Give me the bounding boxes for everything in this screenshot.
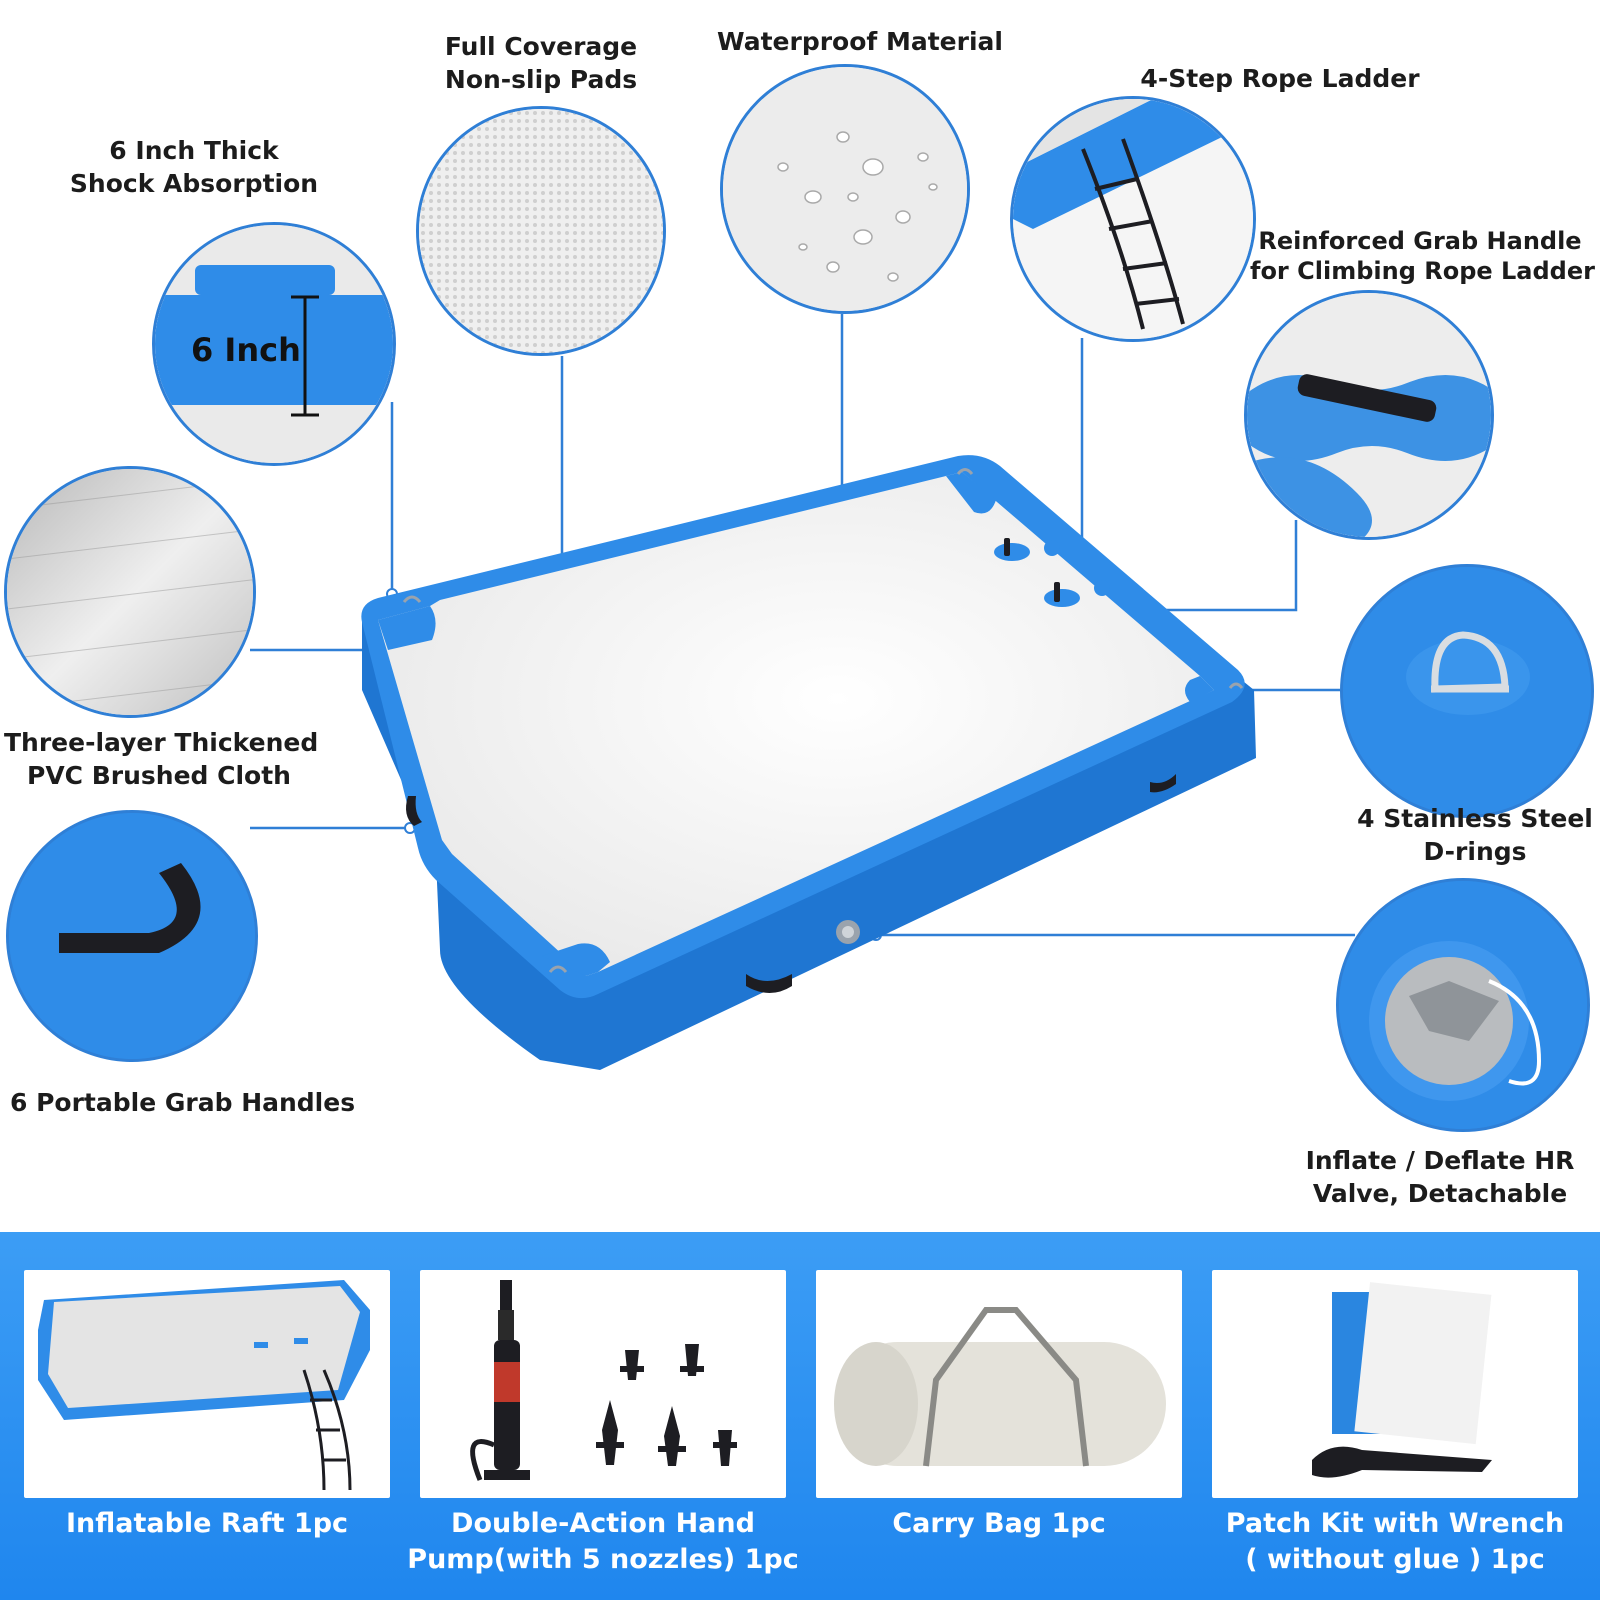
valve-detail-circle (1336, 878, 1590, 1132)
ladder-label: 4-Step Rope Ladder (1130, 62, 1430, 95)
handles-label-line1: 6 Portable Grab Handles (10, 1088, 356, 1117)
thickness-detail-circle: 6 Inch (152, 222, 396, 466)
package-label-pump: Double-Action Hand Pump(with 5 nozzles) … (400, 1506, 806, 1578)
valve-label-line1: Inflate / Deflate HR (1305, 1146, 1575, 1175)
thickness-label-line1: 6 Inch Thick (109, 136, 279, 165)
pvc-label-line2: PVC Brushed Cloth (27, 761, 291, 790)
nonslip-label-line2: Non-slip Pads (444, 65, 638, 94)
thickness-measure-label: 6 Inch (191, 331, 301, 369)
thickness-label-line2: Shock Absorption (69, 169, 319, 198)
package-label-bag: Carry Bag 1pc (816, 1506, 1182, 1542)
ladder-label-line1: 4-Step Rope Ladder (1140, 64, 1420, 93)
valve-label-line2: Valve, Detachable (1312, 1179, 1568, 1208)
package-card-pump (420, 1270, 786, 1498)
pvc-label: Three-layer Thickened PVC Brushed Cloth (4, 726, 319, 792)
dring-detail-circle (1340, 564, 1594, 818)
package-label-patch-line2: ( without glue ) 1pc (1245, 1544, 1545, 1575)
drings-label-line1: 4 Stainless Steel (1357, 804, 1593, 833)
package-card-raft (24, 1270, 390, 1498)
ladder-detail-circle (1010, 96, 1256, 342)
pvc-label-line1: Three-layer Thickened (4, 728, 319, 757)
package-label-patch: Patch Kit with Wrench ( without glue ) 1… (1200, 1506, 1590, 1578)
package-card-bag (816, 1270, 1182, 1498)
package-label-pump-line2: Pump(with 5 nozzles) 1pc (407, 1544, 799, 1575)
thickness-label: 6 Inch Thick Shock Absorption (64, 134, 324, 200)
package-label-bag-line1: Carry Bag 1pc (892, 1508, 1106, 1539)
pvc-detail-circle (4, 466, 256, 718)
valve-label: Inflate / Deflate HR Valve, Detachable (1290, 1144, 1590, 1210)
handles-label: 6 Portable Grab Handles (10, 1086, 356, 1119)
inflatable-raft-illustration (361, 455, 1256, 1070)
nonslip-label-line1: Full Coverage (444, 32, 638, 61)
package-label-patch-line1: Patch Kit with Wrench (1225, 1508, 1565, 1539)
side-handle-detail-circle (6, 810, 258, 1062)
waterproof-label-line1: Waterproof Material (717, 27, 1003, 56)
package-label-raft-line1: Inflatable Raft 1pc (65, 1508, 349, 1539)
package-card-patch (1212, 1270, 1578, 1498)
grab-handle-detail-circle (1244, 290, 1494, 540)
drings-label-line2: D-rings (1423, 837, 1527, 866)
waterproof-detail-circle (720, 64, 970, 314)
grab-handle-label-line1: Reinforced Grab Handle (1258, 227, 1582, 255)
waterproof-label: Waterproof Material (700, 25, 1020, 58)
package-label-raft: Inflatable Raft 1pc (24, 1506, 390, 1542)
nonslip-label: Full Coverage Non-slip Pads (396, 30, 686, 96)
corner-patch (378, 606, 436, 650)
grab-handle-label: Reinforced Grab Handle for Climbing Rope… (1250, 226, 1595, 286)
drings-label: 4 Stainless Steel D-rings (1340, 802, 1600, 868)
package-label-pump-line1: Double-Action Hand (451, 1508, 755, 1539)
grab-handle-label-line2: for Climbing Rope Ladder (1250, 257, 1595, 285)
nonslip-detail-circle (416, 106, 666, 356)
